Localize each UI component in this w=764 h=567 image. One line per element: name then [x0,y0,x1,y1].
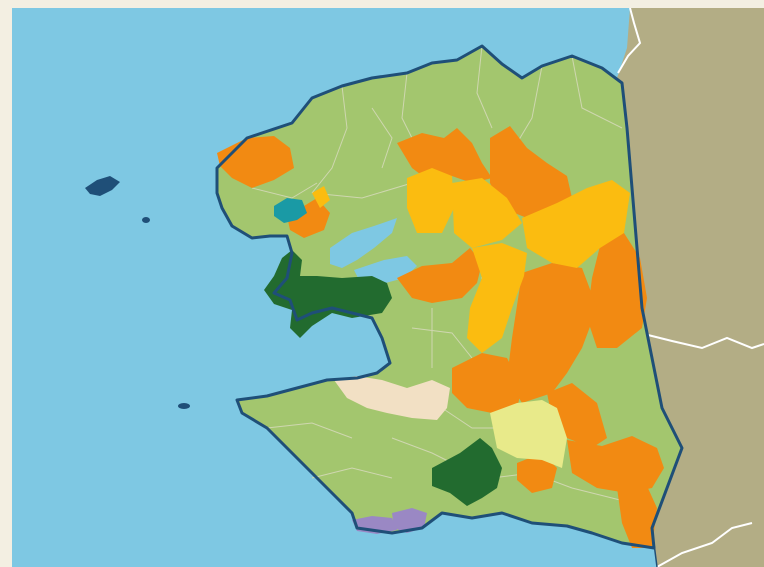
island-molene [142,217,150,223]
map-frame [12,8,764,567]
finistere-choropleth-map[interactable] [12,8,764,567]
region-orange-far-south[interactable] [617,486,657,548]
sea-inlet-rade [330,218,397,268]
region-purple-2[interactable] [392,508,427,533]
island-sein [178,403,190,409]
region-beige[interactable] [334,376,450,420]
region-gold-north[interactable] [407,168,454,233]
region-darkgreen-south[interactable] [432,438,502,506]
department-east-border [621,82,683,567]
island-ouessant [85,176,120,196]
region-gold-center[interactable] [467,243,527,353]
region-orange-north-2[interactable] [490,126,572,218]
region-orange-small-west[interactable] [287,198,330,238]
region-gold-center-north[interactable] [452,178,522,248]
region-orange-se-2[interactable] [567,436,664,493]
neighbor-land [617,8,764,567]
region-orange-se-1[interactable] [547,383,607,448]
region-pale-yellow[interactable] [490,400,567,468]
region-orange-center-west[interactable] [397,248,482,303]
region-orange-north-1[interactable] [397,128,492,183]
neighbor-boundary-east [643,333,764,350]
neighbor-boundary-north [617,8,642,74]
region-orange-east[interactable] [587,233,647,348]
region-orange-south-small[interactable] [517,453,557,493]
region-orange-south-west-center[interactable] [452,353,522,413]
region-orange-center[interactable] [507,263,597,403]
commune-boundaries [251,45,653,509]
neighbor-boundary-south [656,522,753,567]
department-border [215,44,684,550]
region-gold-small-west[interactable] [312,186,330,208]
region-gold-northeast[interactable] [522,180,630,268]
region-teal[interactable] [274,198,307,223]
